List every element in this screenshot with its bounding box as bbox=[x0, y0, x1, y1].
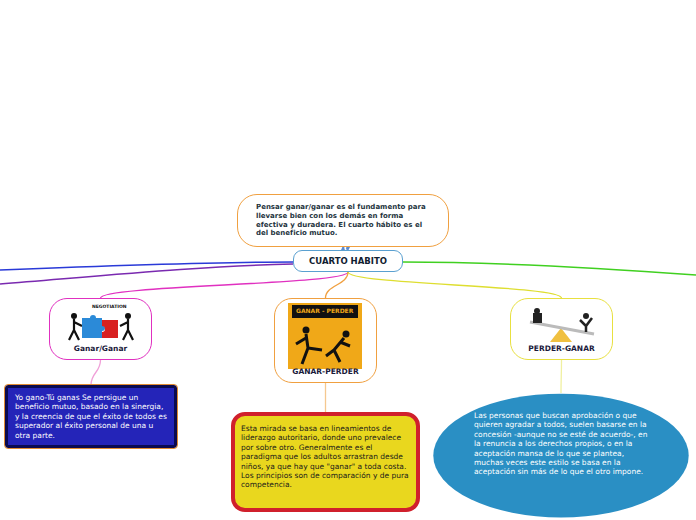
ellipse-note: Las personas que buscan aprobación o que… bbox=[432, 393, 690, 518]
connector bbox=[348, 272, 562, 298]
picture-label: GANAR - PERDER bbox=[296, 307, 353, 314]
connector bbox=[101, 272, 349, 298]
node-text: Pensar ganar/ganar es el fundamento para… bbox=[256, 203, 430, 238]
branch-line bbox=[0, 264, 293, 284]
negotiation-picture bbox=[69, 313, 133, 340]
node-text: Esta mirada se basa en lineamientos de l… bbox=[241, 424, 410, 490]
note-box: Yo gano-Tú ganas Se persigue un benefici… bbox=[5, 385, 177, 448]
central-topic: CUARTO HABITO bbox=[293, 250, 403, 272]
win-lose-sign bbox=[288, 303, 362, 369]
connector bbox=[560, 360, 562, 393]
node-text: Ganar/Ganar bbox=[74, 344, 127, 353]
connector bbox=[91, 360, 101, 385]
node-text: GANAR-PERDER bbox=[292, 367, 358, 376]
note-box: Esta mirada se basa en lineamientos de l… bbox=[231, 412, 420, 512]
node-text: Las personas que buscan aprobación o que… bbox=[474, 411, 648, 477]
connector bbox=[326, 272, 349, 298]
node-text: CUARTO HABITO bbox=[300, 256, 396, 266]
branch-line bbox=[403, 262, 696, 275]
note-box: Pensar ganar/ganar es el fundamento para… bbox=[237, 194, 449, 247]
node-text: PERDER-GANAR bbox=[528, 344, 594, 353]
seesaw-picture bbox=[530, 308, 594, 342]
picture-label: NEGOTIATION bbox=[92, 304, 127, 309]
connector bbox=[325, 383, 326, 412]
node-text: Yo gano-Tú ganas Se persigue un benefici… bbox=[15, 393, 167, 440]
topic-box: PERDER-GANAR bbox=[510, 298, 613, 360]
